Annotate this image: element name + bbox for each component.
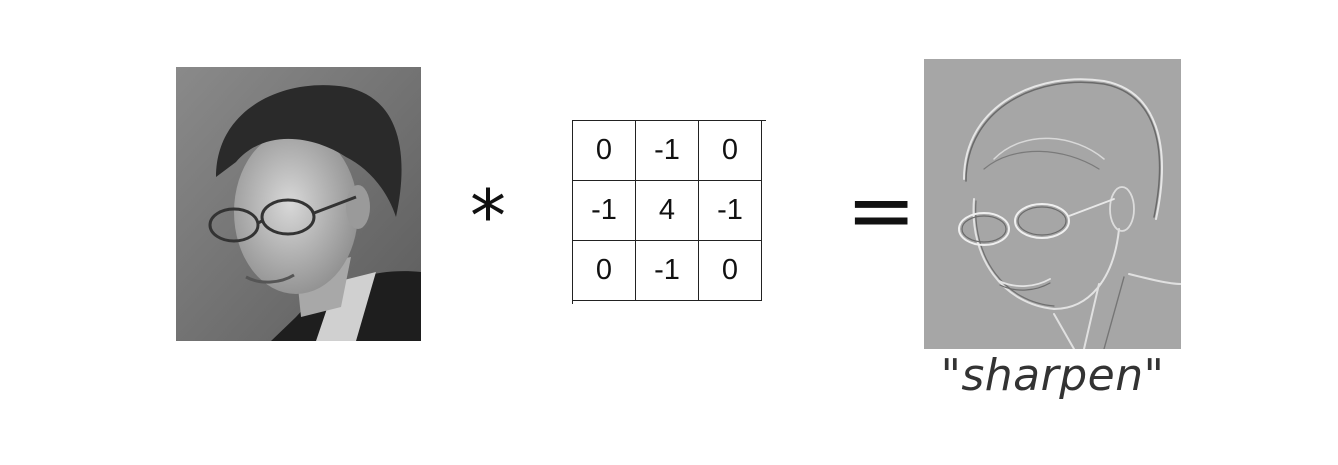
kernel-cell: 0 — [699, 241, 762, 301]
output-sharpened-image — [924, 59, 1181, 349]
kernel-cell: -1 — [699, 181, 762, 241]
input-portrait-image — [176, 67, 421, 341]
equals-operator: = — [846, 161, 917, 259]
kernel-cell: -1 — [636, 241, 699, 301]
convolution-operator: * — [470, 174, 506, 258]
kernel-cell: -1 — [573, 181, 636, 241]
sharpen-caption: "sharpen" — [940, 350, 1165, 401]
kernel-cell: 0 — [699, 121, 762, 181]
kernel-cell: 0 — [573, 241, 636, 301]
sharpen-kernel-grid: 0 -1 0 -1 4 -1 0 -1 0 — [572, 120, 766, 304]
kernel-cell: -1 — [636, 121, 699, 181]
kernel-cell: 4 — [636, 181, 699, 241]
kernel-cell: 0 — [573, 121, 636, 181]
